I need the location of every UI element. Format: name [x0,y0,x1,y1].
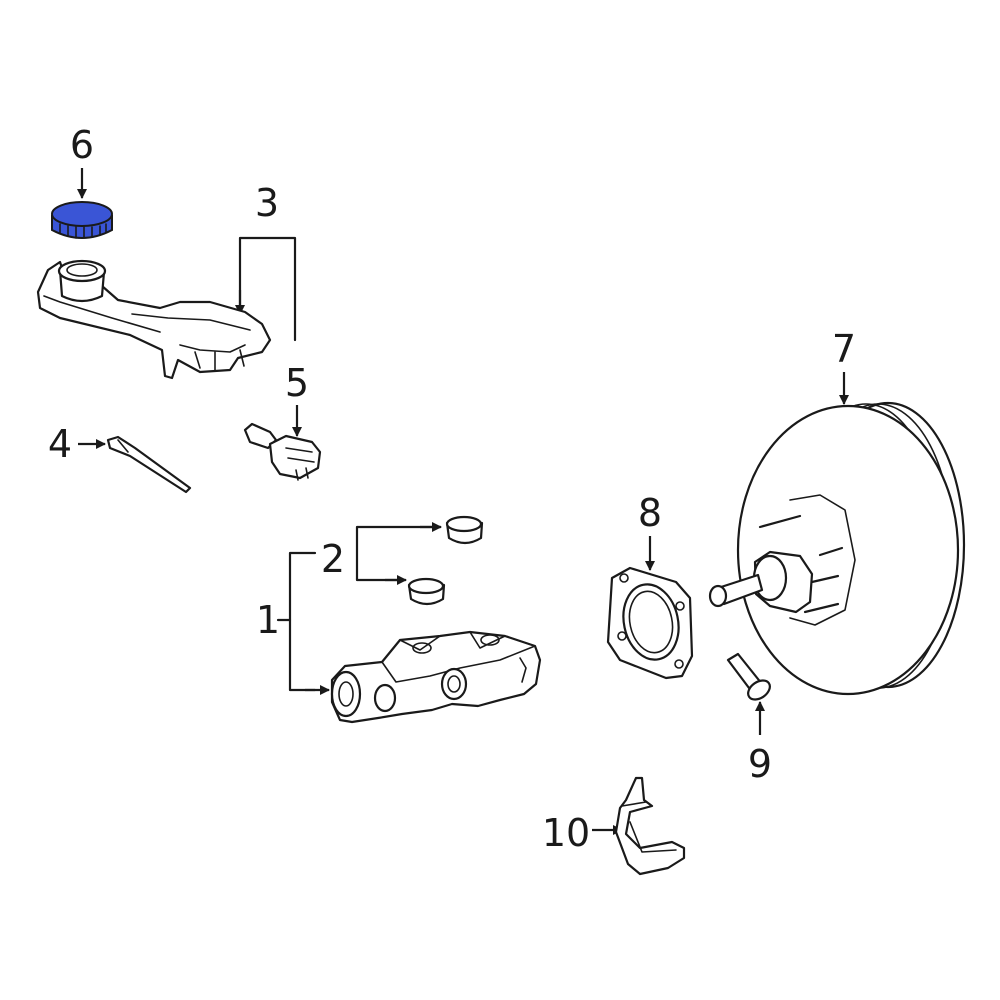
plugs-part-2[interactable]: 2 [321,515,484,606]
booster-mount-plate [789,494,856,626]
cylinder-ridge [381,645,536,683]
cylinder-flange-edge [519,657,527,683]
reservoir-outlet [179,344,246,353]
cylinder-port-1 [373,683,397,713]
gasket-bolt-hole-2 [675,601,685,611]
plug-upper-top [445,515,483,533]
sensor-part-5[interactable]: 5 [243,361,322,481]
callout-5: 5 [285,361,309,405]
reservoir-part-3[interactable]: 3 [36,181,297,380]
brake-booster-part-7[interactable]: 7 [708,327,966,696]
gasket-part-8[interactable]: 8 [606,491,694,680]
callout-4: 4 [48,422,72,466]
cylinder-inlet-1 [412,642,432,654]
booster-push-rod-end [708,584,728,608]
callout-6: 6 [70,123,94,167]
gasket-bolt-hole-3 [617,631,627,641]
reservoir-rib [131,313,251,331]
cylinder-end-bore [338,681,354,707]
pin-part-9[interactable]: 9 [726,652,773,786]
cap-grip-ridges [59,223,107,239]
clip-inner-line [629,821,677,853]
cylinder-inlet-2 [480,634,500,646]
callout-3: 3 [255,181,279,225]
reservoir-cap-part-6[interactable]: 6 [51,123,113,239]
clip-part-10[interactable]: 10 [542,776,686,876]
callout-2-bracket-upper [355,525,442,581]
sensor-connector [268,434,322,480]
sensor-details [285,447,315,481]
gasket-bolt-hole-4 [674,659,684,669]
reservoir-seam [43,295,161,333]
rod-body [106,435,192,494]
cylinder-port-2-bore [447,675,461,693]
callout-8: 8 [638,491,662,535]
cylinder-top-bosses [399,631,506,651]
master-cylinder-part-1[interactable]: 1 [256,551,542,724]
callout-7: 7 [832,327,856,371]
cylinder-body [330,630,542,724]
cylinder-port-2 [440,667,468,701]
cylinder-end-flange [330,670,362,718]
rod-part-4[interactable]: 4 [48,422,192,494]
plug-lower-top [407,577,445,595]
cap-top [51,201,113,227]
reservoir-neck-opening [66,263,98,277]
clip-crossbar [621,801,647,807]
callout-1-bracket [288,551,317,692]
callout-9: 9 [748,742,772,786]
callout-10: 10 [542,811,590,855]
gasket-bolt-hole-1 [619,573,629,583]
pin-head [747,679,771,701]
booster-studs [758,514,844,614]
booster-front-face [736,404,960,696]
rod-head-line [117,439,129,453]
callout-1: 1 [256,598,280,642]
reservoir-ports [194,349,245,371]
callout-3-bracket [238,236,297,342]
callout-2: 2 [321,537,345,581]
clip-body [614,776,686,876]
gasket-inner-ring [628,590,674,654]
